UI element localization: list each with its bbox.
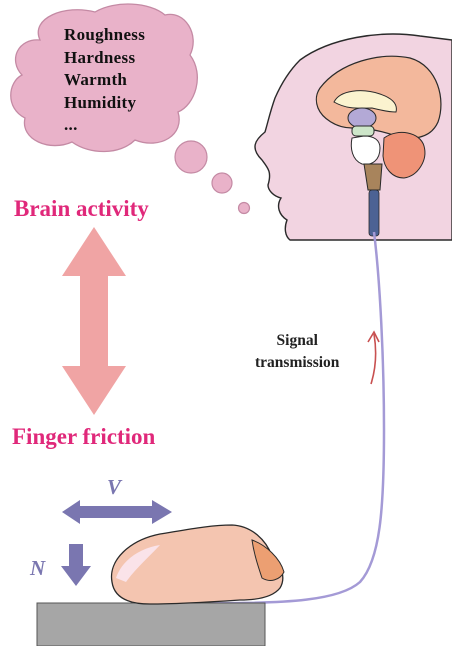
thought-bubble-large bbox=[175, 141, 207, 173]
signal-label-line1: Signal bbox=[255, 330, 339, 352]
thought-cloud-text: Roughness Hardness Warmth Humidity ... bbox=[64, 24, 145, 137]
thought-bubble-medium bbox=[212, 173, 232, 193]
normal-force-arrow bbox=[61, 544, 91, 586]
midbrain bbox=[352, 126, 374, 136]
bidirectional-arrow bbox=[62, 227, 126, 415]
spinal-cord bbox=[369, 190, 379, 236]
signal-direction-arrow bbox=[368, 332, 379, 384]
sensation-hardness: Hardness bbox=[64, 47, 145, 70]
normal-force-label: N bbox=[30, 556, 45, 581]
contact-surface bbox=[37, 603, 265, 646]
sensation-roughness: Roughness bbox=[64, 24, 145, 47]
finger-friction-label: Finger friction bbox=[12, 424, 155, 450]
sensation-ellipsis: ... bbox=[64, 114, 145, 137]
signal-transmission-label: Signal transmission bbox=[255, 330, 339, 374]
signal-label-line2: transmission bbox=[255, 352, 339, 374]
brain-activity-label: Brain activity bbox=[14, 196, 149, 222]
thalamus bbox=[348, 108, 376, 128]
thought-bubble-small bbox=[239, 203, 250, 214]
sensation-humidity: Humidity bbox=[64, 92, 145, 115]
velocity-arrow bbox=[62, 500, 172, 524]
velocity-label: V bbox=[107, 475, 121, 500]
sensation-warmth: Warmth bbox=[64, 69, 145, 92]
